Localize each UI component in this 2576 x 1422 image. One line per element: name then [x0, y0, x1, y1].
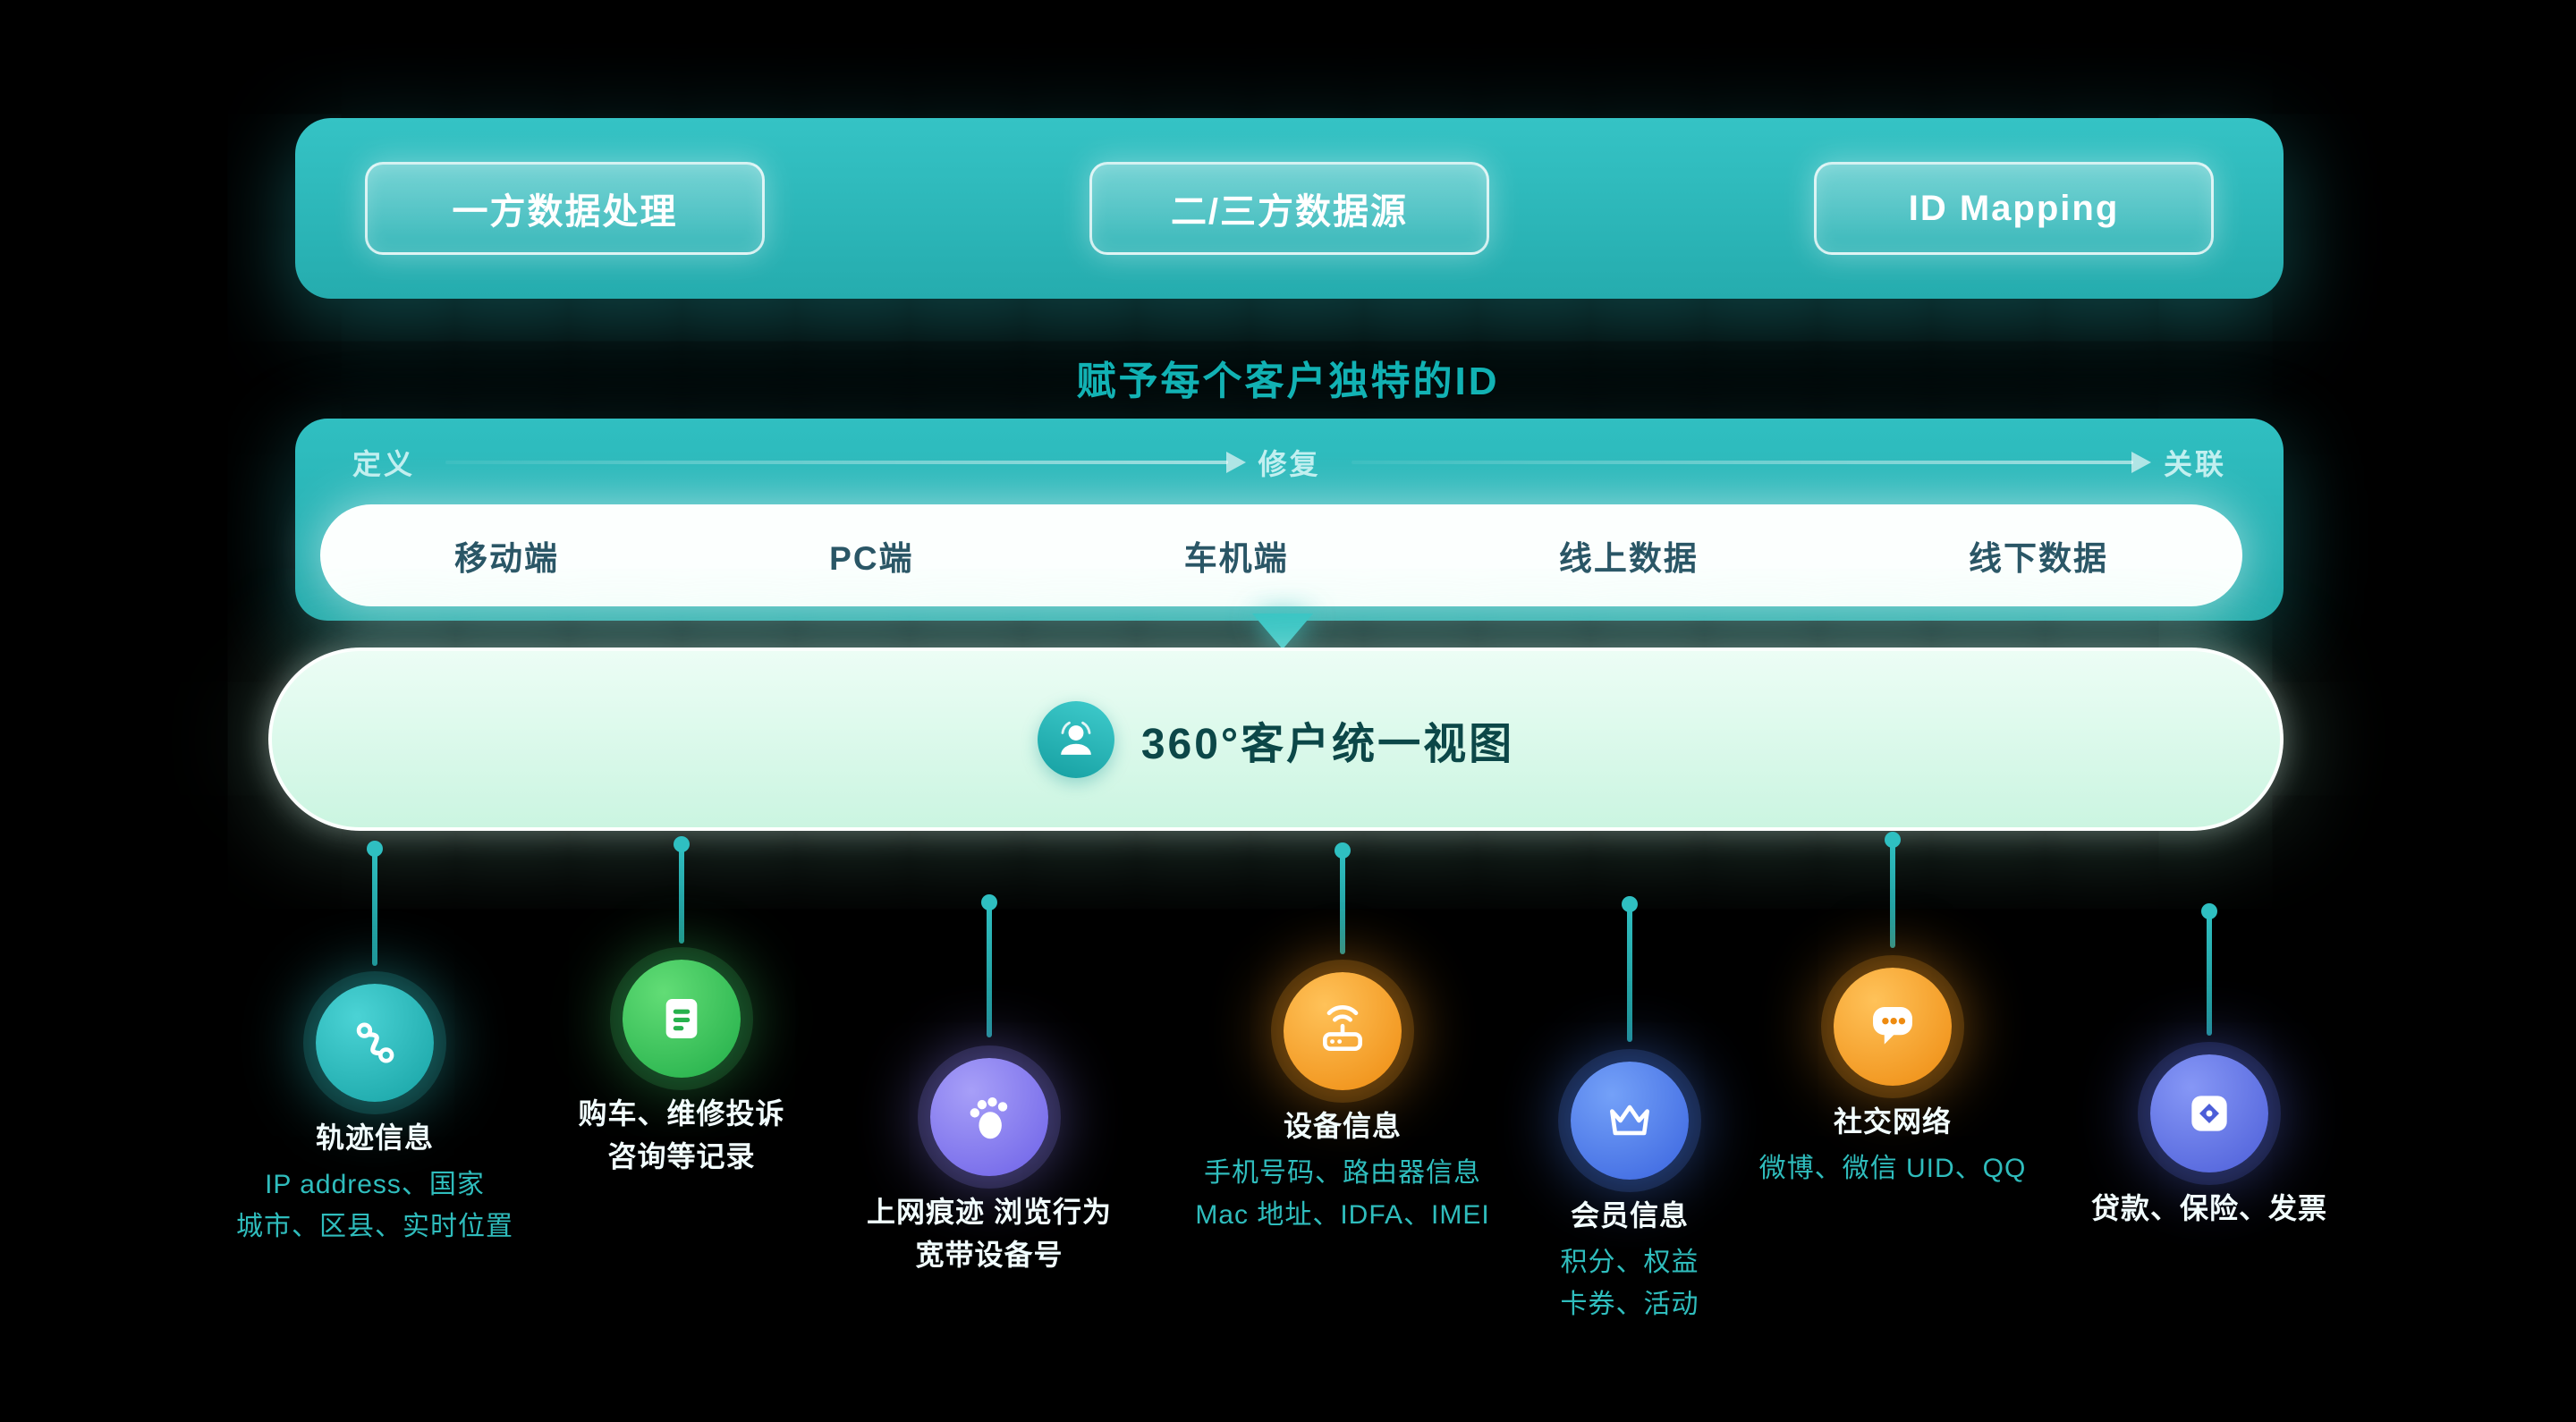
crown-icon: [1571, 1062, 1689, 1180]
source-desc: 微博、微信 UID、QQ: [1758, 1154, 2027, 1183]
source-title: 贷款、保险、发票: [2090, 1192, 2327, 1224]
source-title: 轨迹信息: [315, 1122, 434, 1154]
connector-line: [674, 836, 690, 944]
down-arrow-icon: [1252, 614, 1313, 649]
source-web-footprint: 上网痕迹 浏览行为 宽带设备号: [784, 1058, 1195, 1282]
source-device-info: 设备信息 手机号码、路由器信息 Mac 地址、IDFA、IMEI: [1137, 972, 1548, 1236]
arrow-right-icon: [445, 452, 1246, 473]
source-desc: 积分、权益 卡券、活动: [1560, 1248, 1699, 1319]
connector-line: [1885, 832, 1901, 948]
top-banner: 一方数据处理 二/三方数据源 ID Mapping: [295, 118, 2284, 299]
route-icon: [316, 984, 434, 1102]
source-desc: 手机号码、路由器信息 Mac 地址、IDFA、IMEI: [1195, 1158, 1490, 1230]
stage-define: 定义: [352, 448, 416, 480]
connector-line: [981, 894, 997, 1037]
page-title: 赋予每个客户独特的ID: [1076, 360, 1500, 403]
stage-row: 定义 修复 关联: [295, 419, 2284, 483]
first-party-data-button[interactable]: 一方数据处理: [365, 162, 765, 255]
router-icon: [1284, 972, 1402, 1090]
source-title: 会员信息: [1570, 1199, 1689, 1232]
source-loans-insurance: 贷款、保险、发票: [2004, 1054, 2415, 1235]
channel-car: 车机端: [1183, 540, 1289, 577]
id-pipeline-band: 定义 修复 关联 移动端 PC端 车机端 线上数据 线下数据: [295, 419, 2284, 621]
chat-icon: [1834, 968, 1952, 1086]
stage-repair: 修复: [1258, 448, 1321, 480]
connector-line: [1622, 896, 1638, 1042]
stage-associate: 关联: [2164, 448, 2227, 480]
source-title: 设备信息: [1283, 1110, 1402, 1142]
second-third-party-data-button[interactable]: 二/三方数据源: [1089, 162, 1489, 255]
source-purchase-records: 购车、维修投诉 咨询等记录: [476, 960, 887, 1183]
source-title: 购车、维修投诉 咨询等记录: [578, 1097, 785, 1172]
source-social-network: 社交网络 微博、微信 UID、QQ: [1687, 968, 2098, 1190]
connector-line: [1335, 842, 1351, 954]
unified-view-label: 360°客户统一视图: [1140, 720, 1515, 768]
source-desc: IP address、国家 城市、区县、实时位置: [236, 1170, 513, 1241]
channel-offline-data: 线下数据: [1968, 540, 2108, 577]
channel-pc: PC端: [829, 540, 914, 577]
document-icon: [623, 960, 741, 1078]
connector-line: [2201, 903, 2217, 1036]
channel-bar: 移动端 PC端 车机端 线上数据 线下数据: [320, 504, 2242, 606]
arrow-right-icon: [1351, 452, 2152, 473]
footprint-icon: [930, 1058, 1048, 1176]
invoice-icon: [2150, 1054, 2268, 1172]
customer-profile-icon: [1037, 700, 1114, 778]
channel-online-data: 线上数据: [1558, 540, 1699, 577]
source-title: 社交网络: [1833, 1105, 1952, 1138]
source-membership: 会员信息 积分、权益 卡券、活动: [1424, 1062, 1835, 1325]
unified-view-bar: 360°客户统一视图: [268, 648, 2284, 831]
channel-mobile: 移动端: [454, 540, 559, 577]
id-mapping-button[interactable]: ID Mapping: [1814, 162, 2214, 255]
connector-line: [367, 841, 383, 966]
source-title: 上网痕迹 浏览行为 宽带设备号: [867, 1196, 1112, 1271]
source-trajectory: 轨迹信息 IP address、国家 城市、区县、实时位置: [169, 984, 580, 1248]
